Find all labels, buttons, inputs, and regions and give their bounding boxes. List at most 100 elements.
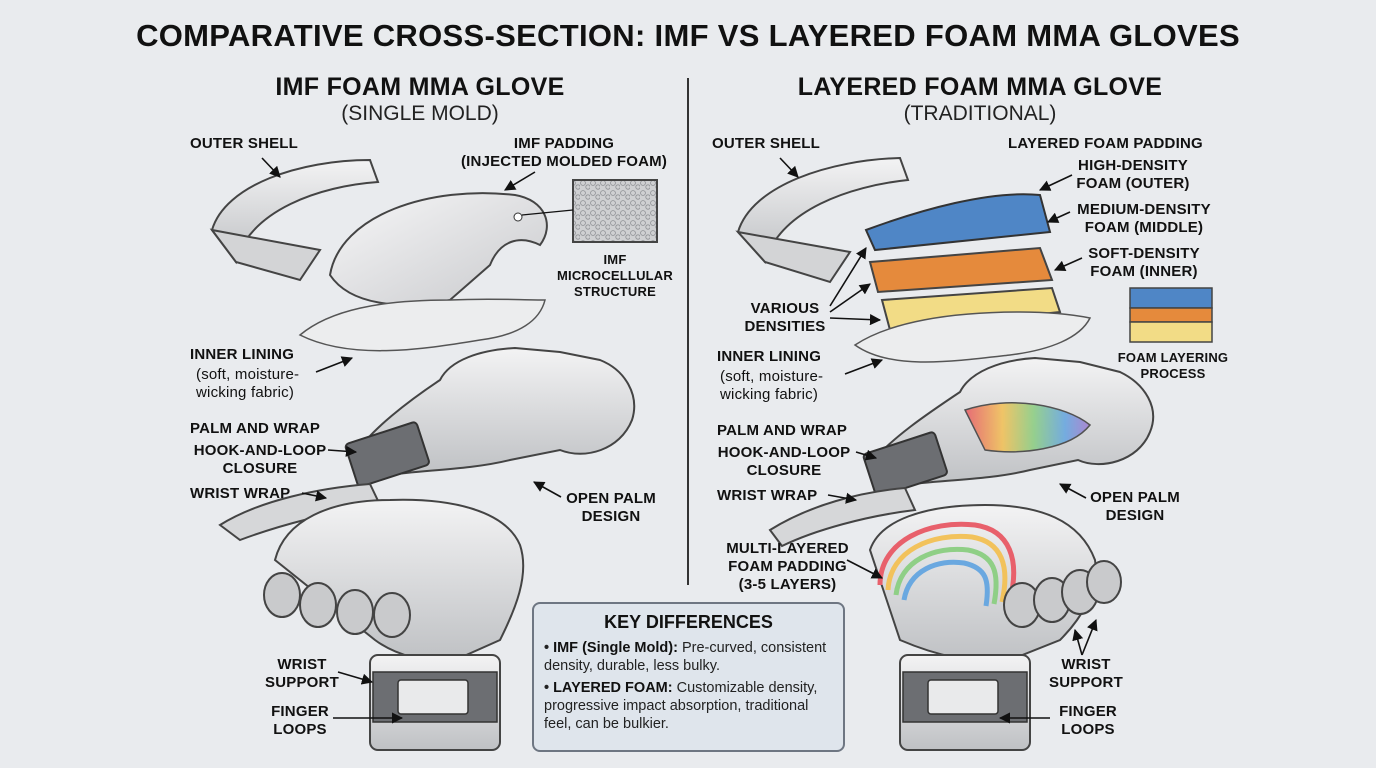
left-outer-shell-label: OUTER SHELL [190, 135, 299, 152]
left-open-palm-line1: OPEN PALM [566, 490, 656, 507]
right-open-palm-foam-insert [963, 402, 1092, 453]
right-hook-loop-label: HOOK-AND-LOOP CLOSURE [714, 444, 854, 480]
left-hook-line1: HOOK-AND-LOOP [193, 442, 327, 459]
left-wrist-wrap-label: WRIST WRAP [190, 485, 291, 502]
imf-micro-line2: MICROCELLULAR [557, 268, 673, 283]
right-wrist-patch [927, 679, 999, 715]
left-column-subtitle: (SINGLE MOLD) [341, 102, 499, 125]
right-column-subtitle: (TRADITIONAL) [903, 102, 1057, 125]
left-imf-pad [328, 192, 548, 306]
right-high-density-label: HIGH-DENSITY FOAM (OUTER) [1068, 157, 1198, 193]
left-open-palm-line2: DESIGN [581, 508, 641, 525]
left-hook-loop-strap [344, 421, 430, 488]
right-layered-padding-label: LAYERED FOAM PADDING [1008, 135, 1203, 152]
left-wrist-support-line1: WRIST [277, 656, 327, 673]
right-wrist-support-line1: WRIST [1061, 656, 1111, 673]
right-wrist-wrap-strap [768, 486, 917, 548]
left-finger-loops-label: FINGER LOOPS [262, 703, 338, 739]
left-lining-note-1: (soft, moisture- [196, 366, 300, 383]
page-title: COMPARATIVE CROSS-SECTION: IMF VS LAYERE… [136, 18, 1240, 53]
left-lining-note-2: wicking fabric) [196, 384, 295, 401]
right-medium-line2: FOAM (MIDDLE) [1084, 219, 1204, 236]
process-swatch-soft [1129, 321, 1213, 343]
left-imf-pad-dot [513, 212, 523, 222]
right-soft-line2: FOAM (INNER) [1090, 263, 1198, 280]
right-outer-shell-piece [736, 156, 910, 265]
right-wrist-support-line2: SUPPORT [1049, 674, 1123, 691]
key-layered-text: Customizable density, progressive impact… [544, 680, 818, 732]
left-finger-loops-line1: FINGER [271, 703, 329, 720]
left-wrist-support-label: WRIST SUPPORT [262, 656, 342, 692]
right-outer-shell-label: OUTER SHELL [712, 135, 821, 152]
right-high-line1: HIGH-DENSITY [1078, 157, 1188, 174]
right-open-palm-line1: OPEN PALM [1090, 489, 1180, 506]
right-medium-density-layer [868, 246, 1054, 294]
right-finger-loops-line1: FINGER [1059, 703, 1117, 720]
right-multi-layer-stripe-2 [885, 533, 1008, 603]
key-item-layered: •LAYERED FOAM: Customizable density, pro… [544, 679, 833, 733]
left-inner-lining [298, 298, 546, 352]
left-inner-lining-label: INNER LINING [190, 346, 295, 363]
right-finger-loops-label: FINGER LOOPS [1050, 703, 1126, 739]
right-multi-line1: MULTI-LAYERED [726, 540, 849, 557]
right-hook-loop-strap [862, 431, 948, 498]
left-open-palm-label: OPEN PALM DESIGN [556, 490, 666, 526]
right-open-palm-label: OPEN PALM DESIGN [1080, 489, 1190, 525]
right-hook-line1: HOOK-AND-LOOP [717, 444, 851, 461]
left-imf-padding-line2: (INJECTED MOLDED FOAM) [460, 153, 668, 170]
left-imf-padding-label: IMF PADDING (INJECTED MOLDED FOAM) [452, 135, 676, 171]
right-lining-note-1: (soft, moisture- [720, 368, 824, 385]
right-palm-wrap-label: PALM AND WRAP [717, 422, 848, 439]
left-outer-shell-edge [209, 228, 322, 282]
right-high-line2: FOAM (OUTER) [1076, 175, 1190, 192]
left-finger-loop-3 [336, 589, 374, 635]
right-soft-density-label: SOFT-DENSITY FOAM (INNER) [1074, 245, 1214, 281]
key-differences-title: KEY DIFFERENCES [604, 612, 773, 632]
right-wrist-support-label: WRIST SUPPORT [1046, 656, 1126, 692]
left-outer-shell-piece [210, 158, 380, 265]
right-wrist-wrap-label: WRIST WRAP [717, 487, 818, 504]
imf-micro-line3: STRUCTURE [574, 284, 656, 299]
right-outer-shell-edge [735, 230, 852, 284]
left-finger-loops-line2: LOOPS [273, 721, 327, 738]
right-multi-layer-stripe-1 [877, 521, 1017, 601]
left-hook-loop-label: HOOK-AND-LOOP CLOSURE [190, 442, 330, 478]
right-various-line2: DENSITIES [744, 318, 826, 335]
key-imf-label: IMF (Single Mold): [553, 640, 678, 656]
foam-layering-process-label: FOAM LAYERING PROCESS [1110, 350, 1236, 382]
right-multi-line2: FOAM PADDING [728, 558, 847, 575]
right-inner-lining-label: INNER LINING [717, 348, 822, 365]
imf-micro-line1: IMF [603, 252, 627, 267]
key-layered-label: LAYERED FOAM: [553, 680, 673, 696]
right-medium-density-label: MEDIUM-DENSITY FOAM (MIDDLE) [1064, 201, 1224, 237]
left-wrist-support-line2: SUPPORT [265, 674, 339, 691]
right-multi-layer-stripe-4 [901, 559, 990, 607]
imf-microcellular-swatch [572, 179, 658, 243]
key-imf-text: Pre-curved, consistent density, durable,… [544, 640, 827, 674]
left-open-palm-glove [353, 346, 636, 477]
right-finger-loops-line2: LOOPS [1061, 721, 1115, 738]
right-various-densities-label: VARIOUS DENSITIES [742, 300, 828, 336]
right-various-line1: VARIOUS [750, 300, 820, 317]
imf-microcellular-label: IMF MICROCELLULAR STRUCTURE [548, 252, 682, 300]
right-medium-line1: MEDIUM-DENSITY [1077, 201, 1211, 218]
left-finger-loop-1 [263, 572, 301, 618]
right-multi-line3: (3-5 LAYERS) [738, 576, 837, 593]
left-imf-padding-line1: IMF PADDING [513, 135, 615, 152]
right-finger-loop-4 [1086, 560, 1122, 604]
right-inner-lining [853, 311, 1092, 363]
process-line1: FOAM LAYERING [1117, 350, 1229, 365]
key-item-imf: •IMF (Single Mold): Pre-curved, consiste… [544, 639, 833, 675]
key-differences-box: KEY DIFFERENCES •IMF (Single Mold): Pre-… [532, 602, 845, 752]
right-multi-layer-stripe-3 [893, 546, 999, 605]
bullet-icon: • [544, 680, 550, 696]
process-line2: PROCESS [1140, 366, 1206, 381]
right-multi-layer-label: MULTI-LAYERED FOAM PADDING (3-5 LAYERS) [720, 540, 855, 594]
left-wrist-patch [397, 679, 469, 715]
left-closed-glove [273, 498, 525, 663]
process-swatch-high [1129, 287, 1213, 309]
right-hook-line2: CLOSURE [746, 462, 822, 479]
right-soft-line1: SOFT-DENSITY [1088, 245, 1200, 262]
process-swatch-medium [1129, 307, 1213, 323]
